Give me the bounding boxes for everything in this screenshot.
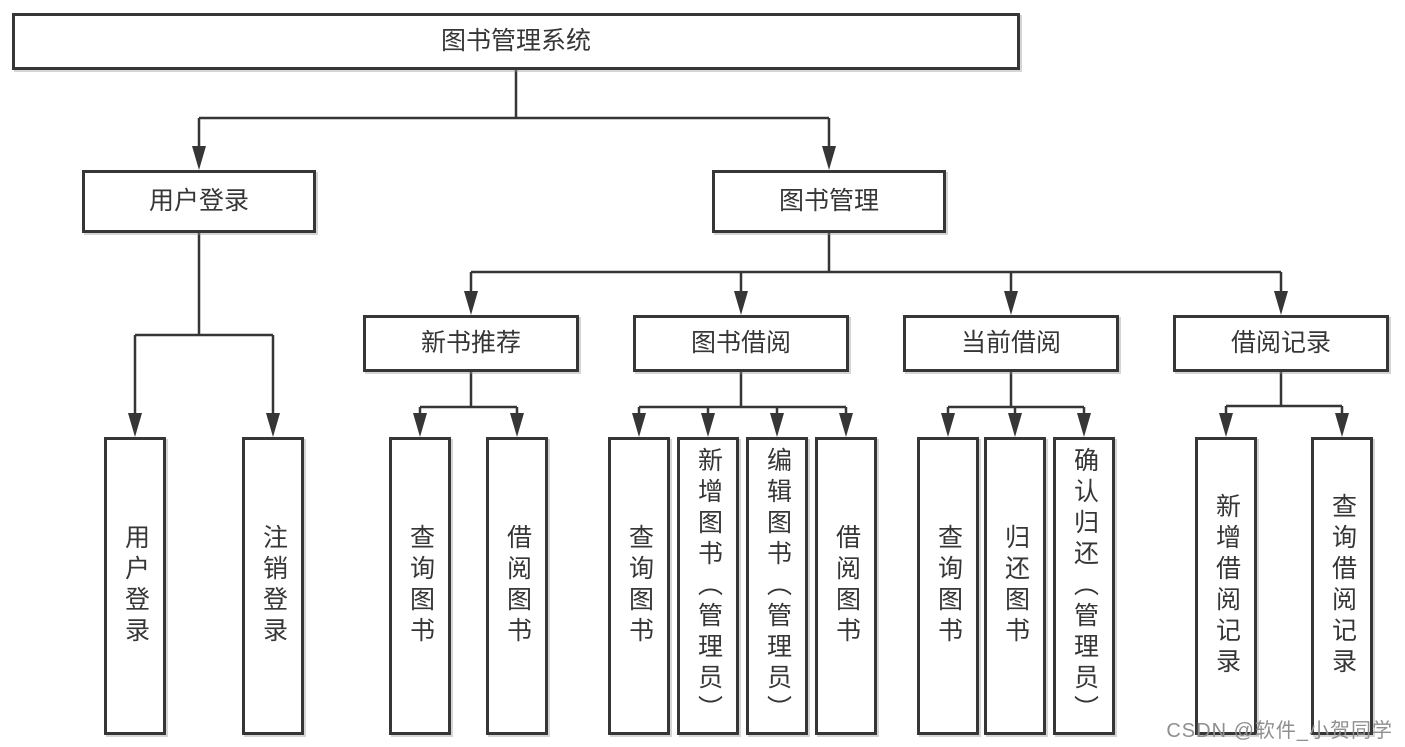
arrowhead	[1274, 291, 1288, 315]
leaf-add-borrow-record-label: 新增借阅记录	[1212, 493, 1241, 679]
leaf-user-login: 用户登录	[104, 437, 166, 735]
node-user-login-label: 用户登录	[148, 187, 249, 215]
node-root-label: 图书管理系统	[440, 27, 591, 55]
node-borrow-records-label: 借阅记录	[1230, 329, 1331, 357]
node-book-borrow-label: 图书借阅	[690, 329, 791, 357]
arrowhead	[770, 413, 784, 437]
leaf-borrow-books-recommend: 借阅图书	[486, 437, 548, 735]
connector-borrow-records	[1224, 372, 1344, 417]
node-user-login: 用户登录	[82, 170, 316, 233]
leaf-query-books-borrow-label: 查询图书	[625, 524, 654, 648]
connector-book-borrow	[637, 372, 848, 417]
leaf-logout: 注销登录	[242, 437, 304, 735]
node-book-borrow: 图书借阅	[633, 315, 849, 372]
node-new-book-recommend-label: 新书推荐	[420, 329, 521, 357]
arrowhead	[266, 413, 280, 437]
leaf-add-book-admin: 新增图书（管理员）	[677, 437, 739, 735]
node-book-management-label: 图书管理	[778, 187, 879, 215]
leaf-user-login-label: 用户登录	[121, 524, 150, 648]
leaf-borrow-book: 借阅图书	[815, 437, 877, 735]
leaf-query-books-current: 查询图书	[917, 437, 979, 735]
node-borrow-records: 借阅记录	[1173, 315, 1389, 372]
watermark: CSDN @软件_小贺同学	[1166, 720, 1393, 742]
leaf-edit-book-admin: 编辑图书（管理员）	[746, 437, 808, 735]
leaf-confirm-return-admin-label: 确认归还（管理员）	[1070, 446, 1099, 726]
connector-user-login	[133, 233, 275, 417]
leaf-add-book-admin-label: 新增图书（管理员）	[694, 446, 723, 726]
arrowhead	[192, 146, 206, 170]
arrowhead	[1335, 413, 1349, 437]
arrowhead	[822, 146, 836, 170]
leaf-query-books-recommend: 查询图书	[389, 437, 451, 735]
arrowhead	[413, 413, 427, 437]
arrowhead	[701, 413, 715, 437]
connector-current-borrow	[946, 372, 1086, 417]
connector-new-book	[418, 372, 519, 417]
leaf-query-books-current-label: 查询图书	[934, 524, 963, 648]
leaf-query-books-recommend-label: 查询图书	[406, 524, 435, 648]
arrowhead	[1008, 413, 1022, 437]
leaf-query-borrow-record: 查询借阅记录	[1311, 437, 1373, 735]
arrowhead	[734, 291, 748, 315]
leaf-return-book-label: 归还图书	[1001, 524, 1030, 648]
leaf-logout-label: 注销登录	[259, 524, 288, 648]
arrowhead	[839, 413, 853, 437]
node-book-management: 图书管理	[712, 170, 946, 233]
leaf-confirm-return-admin: 确认归还（管理员）	[1053, 437, 1115, 735]
arrowhead	[632, 413, 646, 437]
arrowhead	[510, 413, 524, 437]
arrowhead	[1219, 413, 1233, 437]
arrowhead	[128, 413, 142, 437]
leaf-query-books-borrow: 查询图书	[608, 437, 670, 735]
connector-book-management	[469, 233, 1283, 297]
node-root: 图书管理系统	[12, 13, 1020, 70]
arrowhead	[941, 413, 955, 437]
leaf-add-borrow-record: 新增借阅记录	[1195, 437, 1257, 735]
leaf-query-borrow-record-label: 查询借阅记录	[1328, 493, 1357, 679]
node-current-borrow-label: 当前借阅	[960, 329, 1061, 357]
arrowhead	[1004, 291, 1018, 315]
leaf-return-book: 归还图书	[984, 437, 1046, 735]
leaf-borrow-book-label: 借阅图书	[832, 524, 861, 648]
connector-root	[197, 70, 831, 150]
node-new-book-recommend: 新书推荐	[363, 315, 579, 372]
leaf-borrow-books-recommend-label: 借阅图书	[503, 524, 532, 648]
arrowhead	[1077, 413, 1091, 437]
leaf-edit-book-admin-label: 编辑图书（管理员）	[763, 446, 792, 726]
node-current-borrow: 当前借阅	[903, 315, 1119, 372]
arrowhead	[464, 291, 478, 315]
